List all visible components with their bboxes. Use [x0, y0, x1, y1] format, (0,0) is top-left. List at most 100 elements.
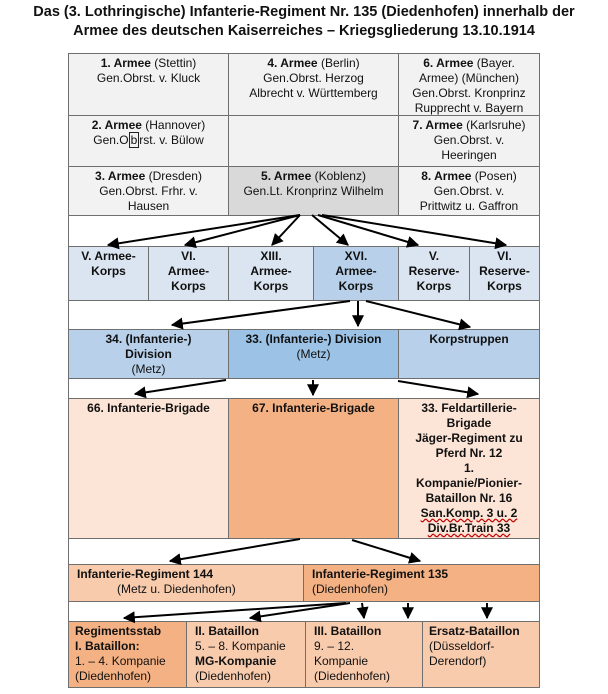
arrow-row-frame	[68, 215, 540, 247]
brigade-66: 66. Infanterie-Brigade	[68, 398, 229, 539]
regiment-name: Infanterie-Regiment 144	[77, 567, 214, 581]
army-4-name: 4. Armee	[267, 56, 318, 70]
battalion-companies: 1. – 4. Kompanie	[75, 654, 166, 668]
battalion-location: (Düsseldorf-	[429, 639, 495, 653]
corps-label: Korps	[416, 279, 452, 293]
troop-label: San.Komp. 3 u. 2	[420, 506, 518, 520]
corps-vi-reserve: VI. Reserve- Korps	[469, 246, 540, 301]
army-7-location: (Karlsruhe)	[462, 118, 526, 132]
division-34: 34. (Infanterie-) Division (Metz)	[68, 329, 229, 379]
corps-label: Korps	[171, 279, 206, 293]
army-5-location: (Koblenz)	[311, 169, 366, 183]
troop-label: Div.Br.Train 33	[427, 521, 511, 535]
regimentsstab-1-bataillon: Regimentsstab I. Bataillon: 1. – 4. Komp…	[68, 621, 187, 688]
arrow-to-regiment-135	[351, 539, 422, 564]
bataillon-3: III. Bataillon 9. – 12. Kompanie (Dieden…	[305, 621, 423, 688]
army-6-box: 6. Armee (Bayer. Armee) (München) Gen.Ob…	[398, 53, 540, 116]
division-33: 33. (Infanterie-) Division (Metz)	[228, 329, 399, 379]
corps-label: Reserve-	[408, 264, 460, 278]
title-line-1: Das (3. Lothringische) Infanterie-Regime…	[33, 4, 575, 20]
army-1-name: 1. Armee	[100, 56, 151, 70]
corps-label: Korps	[91, 264, 126, 278]
title-line-2: Armee des deutschen Kaiserreiches – Krie…	[73, 23, 535, 39]
corps-label: VI.	[497, 249, 512, 263]
corps-label: V. Armee-	[81, 249, 136, 263]
corps-xvi-armee: XVI. Armee- Korps	[313, 246, 399, 301]
battalion-label: MG-Kompanie	[195, 654, 277, 668]
army-7-commander-1: Gen.Obrst. v.	[433, 133, 505, 147]
division-label: Division	[125, 347, 172, 361]
army-3-commander-2: Hausen	[127, 199, 170, 213]
battalion-location: Derendorf)	[429, 654, 487, 668]
army-6-name: 6. Armee	[423, 56, 474, 70]
arrow-to-bataillon-2	[248, 602, 351, 623]
army-3-box: 3. Armee (Dresden) Gen.Obrst. Frhr. v. H…	[68, 166, 229, 216]
troop-label: Bataillon Nr. 16	[425, 491, 513, 505]
arrow-to-stab	[122, 602, 347, 624]
troop-label: Jäger-Regiment zu	[415, 431, 523, 445]
regiment-144: Infanterie-Regiment 144 (Metz u. Diedenh…	[68, 564, 304, 602]
division-label: 33. (Infanterie-) Division	[245, 332, 382, 346]
troop-label: 1.	[463, 461, 474, 475]
corps-label: V.	[428, 249, 440, 263]
army-5-box: 5. Armee (Koblenz) Gen.Lt. Kronprinz Wil…	[228, 166, 399, 216]
corps-vi-armee: VI. Armee- Korps	[148, 246, 229, 301]
army-4-commander-2: Albrecht v. Württemberg	[249, 86, 378, 100]
brigade-label: 67. Infanterie-Brigade	[252, 401, 375, 415]
battalion-label: Ersatz-Bataillon	[429, 624, 520, 638]
corps-troops-list: 33. Feldartillerie- Brigade Jäger-Regime…	[398, 398, 540, 539]
brigade-67: 67. Infanterie-Brigade	[228, 398, 399, 539]
arrow-to-regiment-144	[168, 538, 301, 566]
troop-label: Kompanie/Pionier-	[415, 476, 522, 490]
army-5-name: 5. Armee	[261, 169, 312, 183]
regiment-135: Infanterie-Regiment 135 (Diedenhofen)	[303, 564, 540, 602]
battalion-label: Regimentsstab	[75, 624, 162, 638]
arrow-to-xiii-armee	[271, 214, 301, 246]
army-3-location: (Dresden)	[145, 169, 202, 183]
corps-label: XVI.	[344, 249, 368, 263]
battalion-companies: 5. – 8. Kompanie	[195, 639, 286, 653]
battalion-companies: 9. – 12.	[314, 639, 355, 653]
page-title: Das (3. Lothringische) Infanterie-Regime…	[0, 3, 608, 41]
army-2-location: (Hannover)	[141, 118, 206, 132]
arrow-to-korpstruppen	[365, 300, 472, 331]
corps-label: Korps	[487, 279, 522, 293]
army-4-box: 4. Armee (Berlin) Gen.Obrst. Herzog Albr…	[228, 53, 399, 116]
corps-label: Armee-	[167, 264, 210, 278]
army-7-name: 7. Armee	[412, 118, 463, 132]
army-6-commander-2: Rupprecht v. Bayern	[414, 101, 524, 115]
arrow-to-division-34	[170, 300, 351, 330]
division-location: (Metz)	[131, 362, 166, 376]
arrow-to-vi-reserve	[321, 214, 508, 250]
army-8-box: 8. Armee (Posen) Gen.Obrst. v. Prittwitz…	[398, 166, 540, 216]
army-1-location: (Stettin)	[150, 56, 197, 70]
army-6-location-2: Armee) (München)	[418, 71, 520, 85]
army-2-name: 2. Armee	[91, 118, 142, 132]
brigade-label: 66. Infanterie-Brigade	[87, 401, 210, 415]
battalion-location: (Diedenhofen)	[314, 669, 391, 683]
army-4-commander-1: Gen.Obrst. Herzog	[263, 71, 364, 85]
battalion-label: III. Bataillon	[314, 624, 382, 638]
cursor-marker: b	[128, 132, 140, 148]
army-6-commander-1: Gen.Obrst. Kronprinz	[412, 86, 526, 100]
army-1-commander: Gen.Obrst. v. Kluck	[96, 71, 201, 85]
troop-label: Pferd Nr. 12	[435, 446, 503, 460]
corps-v-armee: V. Armee- Korps	[68, 246, 149, 301]
battalion-companies: Kompanie	[314, 654, 369, 668]
arrow-to-brigade-66	[133, 379, 227, 399]
arrow-to-troops	[397, 380, 480, 399]
army-8-commander-2: Prittwitz u. Gaffron	[419, 199, 519, 213]
army-8-location: (Posen)	[471, 169, 517, 183]
army-3-name: 3. Armee	[95, 169, 146, 183]
troop-label: Brigade	[446, 416, 492, 430]
battalion-location: (Diedenhofen)	[75, 669, 152, 683]
army-8-commander-1: Gen.Obrst. v.	[433, 184, 505, 198]
arrow-to-v-armee	[106, 214, 301, 250]
army-6-location-1: (Bayer.	[473, 56, 515, 70]
regiment-name: Infanterie-Regiment 135	[312, 567, 449, 581]
army-1-box: 1. Armee (Stettin) Gen.Obrst. v. Kluck	[68, 53, 229, 116]
ersatz-bataillon: Ersatz-Bataillon (Düsseldorf- Derendorf)	[422, 621, 540, 688]
